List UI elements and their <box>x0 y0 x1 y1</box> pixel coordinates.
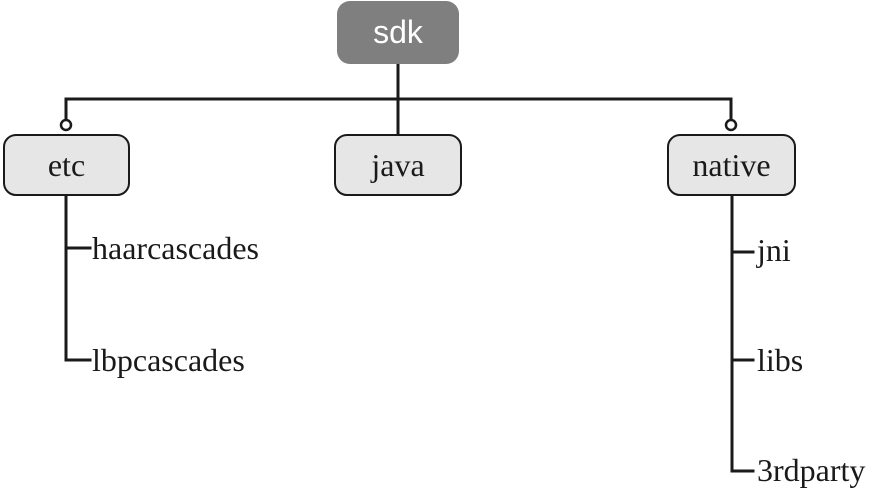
leaf-haarcascades: haarcascades <box>92 230 259 266</box>
node-sdk-label: sdk <box>373 14 423 50</box>
leaf-jni: jni <box>757 232 791 268</box>
leaf-libs: libs <box>757 342 804 378</box>
leaf-lbpcascades: lbpcascades <box>92 342 245 378</box>
native-connector-dot <box>724 118 738 132</box>
node-native-label: native <box>692 146 771 183</box>
node-sdk: sdk <box>337 1 459 64</box>
node-java-label: java <box>371 146 425 183</box>
etc-connector-dot <box>59 118 73 132</box>
node-java: java <box>334 134 462 196</box>
leaf-3rdparty: 3rdparty <box>757 452 866 488</box>
node-etc-label: etc <box>47 146 86 183</box>
node-native: native <box>667 134 796 196</box>
node-etc: etc <box>3 134 130 196</box>
